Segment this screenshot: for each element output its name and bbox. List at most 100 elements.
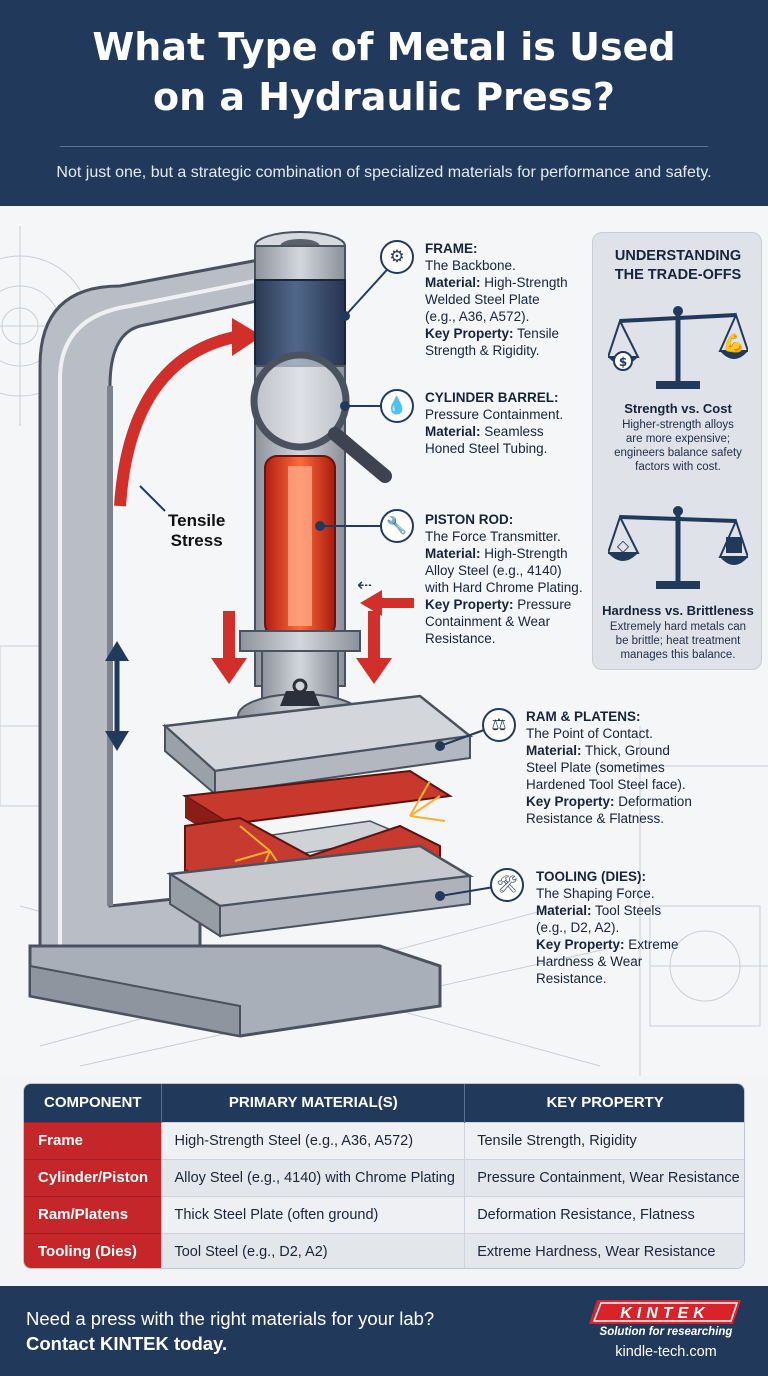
- cta-line-1: Need a press with the right materials fo…: [26, 1308, 435, 1329]
- table-cell-component: Cylinder/Piston: [24, 1158, 163, 1196]
- tradeoff-1-body-line-1: Higher-strength alloys: [622, 419, 734, 431]
- cylinder-heading: CYLINDER BARREL:: [425, 390, 559, 405]
- tradeoffs-panel: UNDERSTANDING THE TRADE-OFFS $ 💪 Strengt…: [592, 232, 762, 670]
- frame-material-2: Welded Steel Plate: [425, 292, 540, 307]
- table-cell-property: Tensile Strength, Rigidity: [464, 1121, 744, 1159]
- website-link[interactable]: kindle-tech.com: [615, 1344, 717, 1360]
- table-row: Cylinder/Piston Alloy Steel (e.g., 4140)…: [24, 1158, 744, 1196]
- table-row: Ram/Platens Thick Steel Plate (often gro…: [24, 1195, 744, 1233]
- kintek-logo[interactable]: KINTEK: [589, 1300, 741, 1324]
- table-cell-material: Tool Steel (e.g., D2, A2): [161, 1232, 466, 1268]
- ram-material-1: Thick, Ground: [585, 743, 670, 758]
- tradeoff-1-body-line-4: factors with cost.: [635, 461, 721, 473]
- piston-material-2: Alloy Steel (e.g., 4140): [425, 563, 562, 578]
- cta-contact-link[interactable]: Contact KINTEK today.: [26, 1333, 228, 1354]
- title-line-1: What Type of Metal is Used: [92, 25, 676, 69]
- tooling-material-2: (e.g., D2, A2).: [536, 920, 620, 935]
- table-cell-material: Alloy Steel (e.g., 4140) with Chrome Pla…: [161, 1158, 466, 1196]
- ram-property-2: Resistance & Flatness.: [526, 811, 665, 826]
- tradeoffs-title-line-1: UNDERSTANDING: [614, 248, 742, 264]
- callout-ram: RAM & PLATENS: The Point of Contact. Mat…: [526, 708, 726, 827]
- weight-icon: ⚖: [482, 708, 516, 742]
- press-frame: [28, 254, 442, 1038]
- svg-text:💪: 💪: [723, 332, 745, 354]
- table-header-row: COMPONENT PRIMARY MATERIAL(S) KEY PROPER…: [24, 1084, 744, 1122]
- callout-piston: PISTON ROD: The Force Transmitter. Mater…: [425, 511, 593, 647]
- vertical-double-arrow: [105, 641, 129, 751]
- piston-material-3: with Hard Chrome Plating.: [425, 580, 583, 595]
- side-arrow: ⇠: [357, 575, 414, 616]
- ram-property-label: Key Property:: [526, 794, 615, 809]
- svg-text:⇠: ⇠: [357, 575, 372, 596]
- table-cell-material: High-Strength Steel (e.g., A36, A572): [161, 1121, 466, 1159]
- piston-desc: The Force Transmitter.: [425, 529, 561, 544]
- tool-icon: 🛠: [490, 868, 524, 902]
- cylinder-material-2: Honed Steel Tubing.: [425, 441, 548, 456]
- frame-material-1: High-Strength: [484, 275, 568, 290]
- frame-heading: FRAME:: [425, 241, 478, 256]
- table-cell-property: Extreme Hardness, Wear Resistance: [464, 1232, 744, 1268]
- scale-icon-cost: $ 💪: [608, 306, 748, 389]
- ram-heading: RAM & PLATENS:: [526, 709, 641, 724]
- header-divider: [60, 146, 708, 147]
- press-illustration: ⇠: [28, 231, 501, 1038]
- tooling-heading: TOOLING (DIES):: [536, 869, 646, 884]
- piston-property-3: Resistance.: [425, 631, 496, 646]
- tradeoff-2-body: Extremely hard metals can be brittle; he…: [599, 620, 757, 662]
- droplet-icon: 💧: [380, 389, 414, 423]
- materials-table: COMPONENT PRIMARY MATERIAL(S) KEY PROPER…: [23, 1083, 745, 1269]
- table-cell-component: Tooling (Dies): [24, 1232, 163, 1268]
- piston-property-label: Key Property:: [425, 597, 514, 612]
- tooling-property-1: Extreme: [628, 937, 679, 952]
- callout-frame: FRAME: The Backbone. Material: High-Stre…: [425, 240, 590, 359]
- scale-icon-brittleness: ◇: [608, 506, 748, 589]
- tooling-property-3: Resistance.: [536, 971, 607, 986]
- ram-desc: The Point of Contact.: [526, 726, 653, 741]
- tooling-property-label: Key Property:: [536, 937, 625, 952]
- table-header-component: COMPONENT: [24, 1084, 163, 1122]
- table-cell-material: Thick Steel Plate (often ground): [161, 1195, 466, 1233]
- ram-material-2: Steel Plate (sometimes: [526, 760, 665, 775]
- wrench-icon: 🔧: [380, 509, 414, 543]
- piston-property-2: Containment & Wear: [425, 614, 551, 629]
- table-cell-component: Frame: [24, 1121, 163, 1159]
- tradeoff-1-body: Higher-strength alloys are more expensiv…: [599, 418, 757, 474]
- svg-text:◇: ◇: [617, 536, 630, 555]
- piston-property-1: Pressure: [517, 597, 572, 612]
- tradeoff-1-heading: Strength vs. Cost: [624, 401, 732, 416]
- table-header-property: KEY PROPERTY: [464, 1084, 744, 1122]
- cylinder-material-label: Material:: [425, 424, 481, 439]
- piston-material-1: High-Strength: [484, 546, 568, 561]
- frame-material-3: (e.g., A36, A572).: [425, 309, 530, 324]
- cylinder-material-1: Seamless: [484, 424, 544, 439]
- tensile-label-line-2: Stress: [170, 531, 223, 550]
- table-row: Tooling (Dies) Tool Steel (e.g., D2, A2)…: [24, 1232, 744, 1268]
- ram-material-3: Hardened Tool Steel face).: [526, 777, 686, 792]
- tradeoff-2-heading: Hardness vs. Brittleness: [602, 603, 754, 618]
- frame-property-label: Key Property:: [425, 326, 514, 341]
- illustration-area: ⇠: [0, 206, 768, 1076]
- table-cell-property: Deformation Resistance, Flatness: [464, 1195, 744, 1233]
- tradeoff-2-body-line-2: be brittle; heat treatment: [615, 635, 741, 647]
- tradeoff-2-body-line-3: manages this balance.: [620, 649, 736, 661]
- subtitle: Not just one, but a strategic combinatio…: [56, 164, 712, 181]
- tooling-desc: The Shaping Force.: [536, 886, 655, 901]
- tradeoffs-title: UNDERSTANDING THE TRADE-OFFS: [593, 247, 763, 285]
- ram-property-1: Deformation: [618, 794, 692, 809]
- table-cell-component: Ram/Platens: [24, 1195, 163, 1233]
- header: What Type of Metal is Used on a Hydrauli…: [0, 0, 768, 206]
- frame-desc: The Backbone.: [425, 258, 516, 273]
- callout-cylinder: CYLINDER BARREL: Pressure Containment. M…: [425, 389, 590, 457]
- table-row: Frame High-Strength Steel (e.g., A36, A5…: [24, 1121, 744, 1159]
- logo-text: KINTEK: [620, 1305, 710, 1322]
- table-cell-property: Pressure Containment, Wear Resistance: [464, 1158, 744, 1196]
- tradeoff-1-body-line-3: engineers balance safety: [614, 447, 742, 459]
- ram-material-label: Material:: [526, 743, 582, 758]
- tradeoffs-title-line-2: THE TRADE-OFFS: [614, 267, 742, 283]
- tooling-material-1: Tool Steels: [595, 903, 662, 918]
- frame-property-1: Tensile: [517, 326, 560, 341]
- cylinder-desc: Pressure Containment.: [425, 407, 564, 422]
- table-header-material: PRIMARY MATERIAL(S): [161, 1084, 466, 1122]
- tradeoff-1-body-line-2: are more expensive;: [625, 433, 731, 445]
- frame-material-label: Material:: [425, 275, 481, 290]
